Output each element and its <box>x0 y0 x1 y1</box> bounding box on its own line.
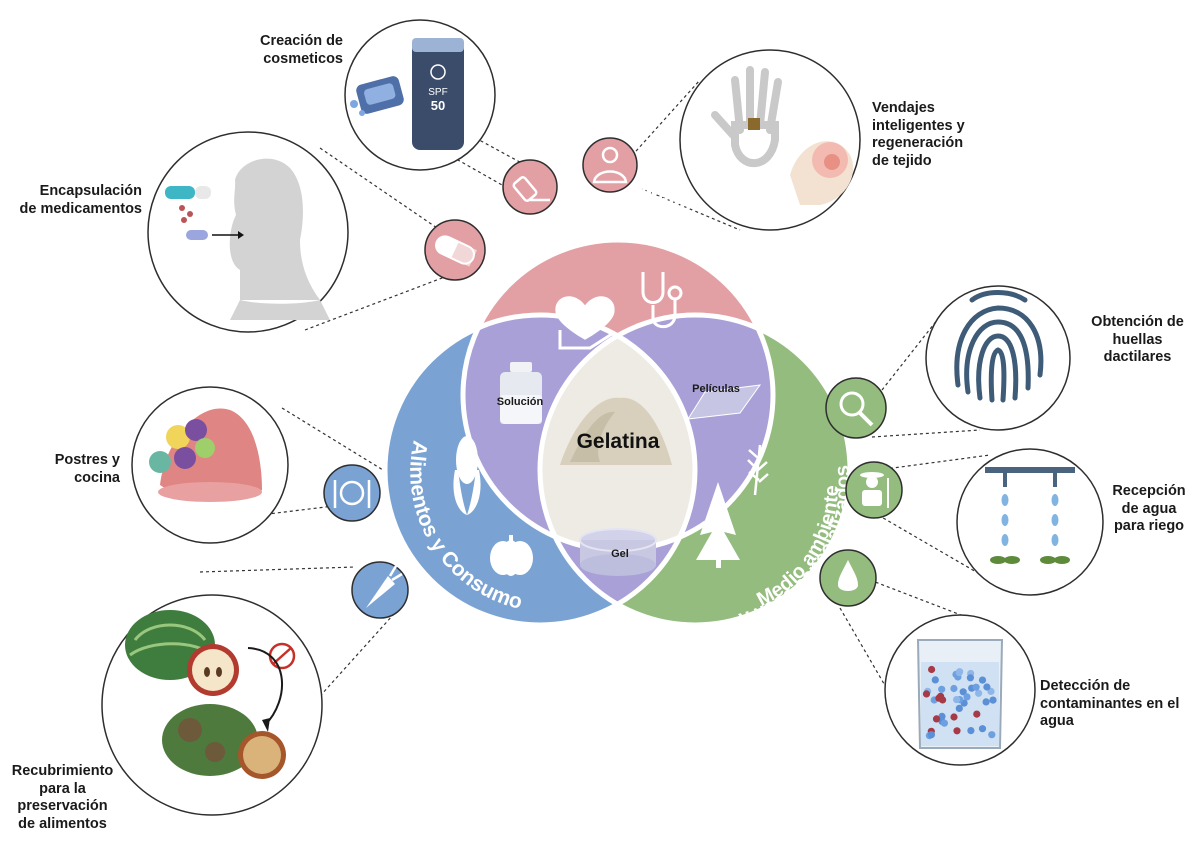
encapsulation-illustration <box>147 131 349 333</box>
molecule-dot <box>975 689 983 697</box>
molecule-dot <box>938 712 946 721</box>
molecule-dot <box>955 704 963 713</box>
bottle-icon <box>500 362 542 424</box>
pumpkin-icon <box>490 535 533 576</box>
molecule-dot <box>931 676 939 684</box>
molecule-dot <box>938 685 946 693</box>
overlap-films-label: Películas <box>692 383 740 395</box>
bandages-illustration <box>679 49 861 231</box>
label-irrigation: Recepción de agua para riego <box>1112 483 1186 535</box>
molecule-dot <box>966 674 975 682</box>
film-icon <box>687 384 762 420</box>
molecule-dot <box>953 696 961 704</box>
molecule-dot <box>922 690 931 698</box>
molecule-dot <box>950 684 958 693</box>
cosmetics-illustration: SPF 50 <box>344 19 496 171</box>
molecule-dot <box>927 731 936 739</box>
corn-icon <box>453 436 481 515</box>
molecule-dot <box>950 713 958 721</box>
label-bandages: Vendajes inteligentes y regeneración de … <box>872 100 965 170</box>
label-encapsulation: Encapsulación de medicamentos <box>19 183 143 217</box>
gel-icon <box>579 528 657 576</box>
farmer-category-icon <box>845 461 903 519</box>
molecule-dot <box>953 727 961 735</box>
molecule-dot <box>940 719 949 727</box>
label-fingerprints: Obtención de huellas dactilares <box>1091 314 1184 366</box>
molecule-dot <box>972 683 980 691</box>
wheat-icon <box>747 444 769 496</box>
molecule-dot <box>978 725 987 733</box>
stethoscope-icon <box>641 272 683 329</box>
molecule-dot <box>973 710 981 718</box>
molecule-dot <box>928 665 936 674</box>
gelatin-powder-icon <box>560 397 672 465</box>
molecule-dot <box>967 727 975 735</box>
overlap-gel-label: Gel <box>611 548 629 560</box>
heart-hand-icon <box>555 296 616 350</box>
molecule-dot <box>932 715 941 723</box>
tree-icon <box>696 482 740 568</box>
contaminants-illustration <box>884 614 1036 766</box>
molecule-dot <box>982 698 990 706</box>
cosmetics-category-icon <box>502 159 558 215</box>
magnifier-category-icon <box>825 377 887 439</box>
label-cosmetics: Creación de cosmeticos <box>260 33 343 67</box>
carrot-category-icon <box>351 561 409 619</box>
molecule-dot <box>963 693 971 701</box>
spf-text: SPF <box>428 87 447 98</box>
molecule-dot <box>959 688 967 696</box>
label-desserts: Postres y cocina <box>54 452 120 486</box>
center-title: Gelatina <box>577 430 660 453</box>
water-drop-category-icon <box>819 549 877 607</box>
molecule-dot <box>955 669 963 677</box>
label-contaminants: Detección de contaminantes en el agua <box>1040 678 1180 730</box>
fingerprint-illustration <box>925 285 1071 431</box>
irrigation-illustration <box>956 448 1104 596</box>
pill-category-icon <box>424 219 486 281</box>
molecule-dot <box>937 692 945 700</box>
label-coating: Recubrimiento para la preservación de al… <box>11 763 114 833</box>
desserts-illustration <box>131 386 289 544</box>
molecule-dot <box>989 696 997 704</box>
molecule-dot <box>978 676 987 684</box>
overlap-solution-label: Solución <box>497 396 544 408</box>
molecule-dot <box>983 683 991 691</box>
molecule-dot <box>988 731 996 739</box>
medical-category-icon <box>582 137 638 193</box>
plate-category-icon <box>323 464 381 522</box>
spf-value: 50 <box>431 98 445 113</box>
coating-illustration <box>101 594 323 816</box>
